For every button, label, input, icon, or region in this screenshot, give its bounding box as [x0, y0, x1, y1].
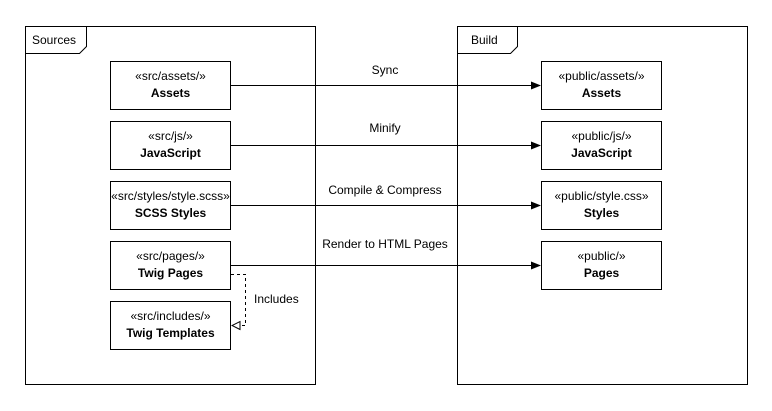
edge-sync[interactable]: Sync	[230, 63, 541, 90]
edge-compile-label: Compile & Compress	[328, 183, 441, 197]
package-sources-label: Sources	[32, 33, 76, 47]
node-src-styles-name: SCSS Styles	[135, 206, 207, 220]
node-pub-js-name: JavaScript	[571, 146, 632, 160]
node-pub-styles-stereotype: «public/style.css»	[554, 189, 648, 203]
node-src-includes[interactable]: «src/includes/» Twig Templates	[110, 301, 231, 350]
node-pub-assets-name: Assets	[582, 86, 622, 100]
node-pub-pages-stereotype: «public/»	[577, 249, 625, 263]
node-src-js-stereotype: «src/js/»	[148, 129, 193, 143]
node-src-styles-stereotype: «src/styles/style.scss»	[111, 189, 230, 203]
edge-compile[interactable]: Compile & Compress	[230, 183, 541, 210]
edge-render[interactable]: Render to HTML Pages	[230, 237, 541, 270]
edge-render-label: Render to HTML Pages	[322, 237, 448, 251]
node-pub-js-stereotype: «public/js/»	[571, 129, 631, 143]
node-src-assets[interactable]: «src/assets/» Assets	[110, 61, 231, 110]
node-src-pages[interactable]: «src/pages/» Twig Pages	[110, 241, 231, 290]
edge-minify[interactable]: Minify	[230, 121, 541, 150]
node-pub-pages[interactable]: «public/» Pages	[541, 241, 662, 290]
node-src-pages-stereotype: «src/pages/»	[136, 249, 205, 263]
node-src-includes-name: Twig Templates	[126, 326, 215, 340]
node-pub-styles-name: Styles	[584, 206, 620, 220]
node-src-assets-name: Assets	[151, 86, 191, 100]
package-build-label: Build	[471, 33, 498, 47]
node-src-js-name: JavaScript	[140, 146, 201, 160]
edge-includes-label: Includes	[254, 292, 299, 306]
node-src-styles[interactable]: «src/styles/style.scss» SCSS Styles	[110, 181, 231, 230]
node-pub-assets[interactable]: «public/assets/» Assets	[541, 61, 662, 110]
node-src-includes-stereotype: «src/includes/»	[130, 309, 210, 323]
node-pub-assets-stereotype: «public/assets/»	[558, 69, 644, 83]
node-pub-pages-name: Pages	[584, 266, 620, 280]
node-pub-js[interactable]: «public/js/» JavaScript	[541, 121, 662, 170]
edge-includes[interactable]: Includes	[231, 274, 299, 326]
node-src-js[interactable]: «src/js/» JavaScript	[110, 121, 231, 170]
edge-minify-label: Minify	[369, 121, 400, 135]
edge-sync-label: Sync	[372, 63, 399, 77]
node-src-pages-name: Twig Pages	[138, 266, 203, 280]
node-pub-styles[interactable]: «public/style.css» Styles	[541, 181, 662, 230]
node-src-assets-stereotype: «src/assets/»	[135, 69, 206, 83]
